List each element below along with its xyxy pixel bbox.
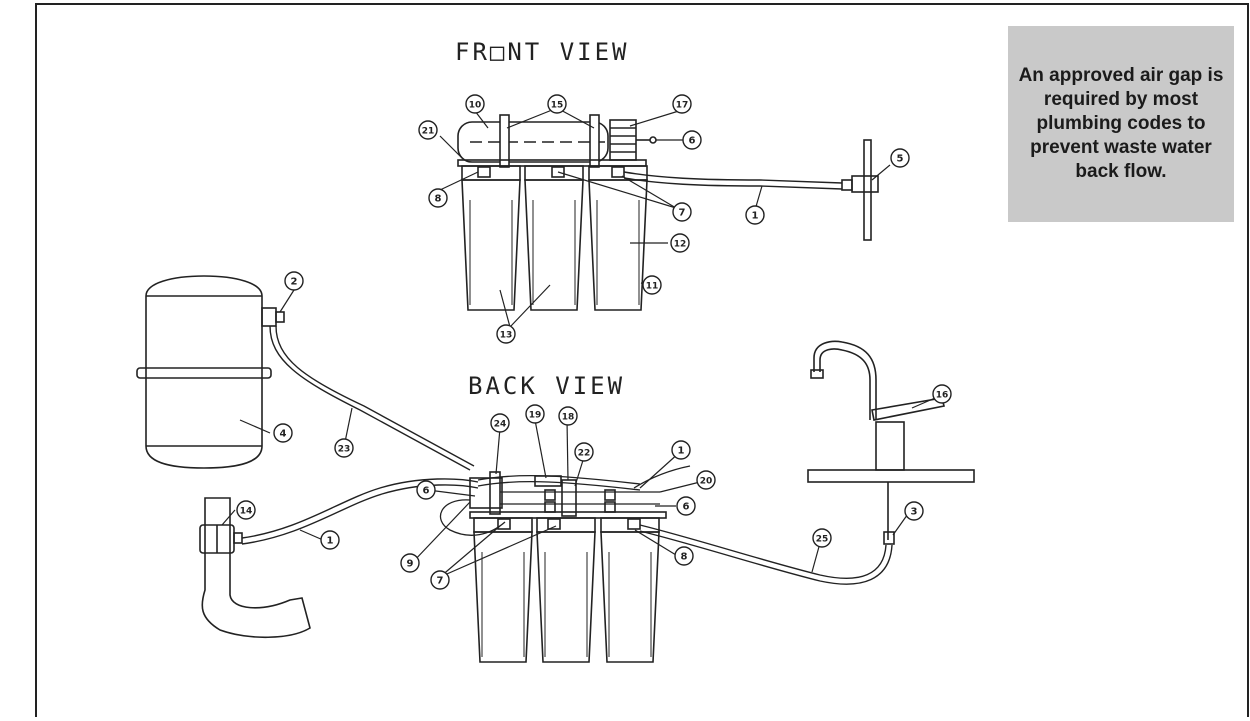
front-view-assembly [457,114,879,311]
filter-housing [524,179,584,311]
shutoff-valve [609,119,637,161]
callout-number: 1 [327,536,334,547]
callout-number: 3 [911,507,918,518]
callout-number: 4 [280,429,287,440]
countertop [807,469,975,483]
callout-number: 12 [674,240,687,250]
callout-number: 11 [646,282,659,292]
callout-circle [671,440,691,460]
back-callouts-leaders [221,289,936,578]
air-gap-note-text: An approved air gap is required by most … [1018,65,1224,182]
callout-number: 15 [551,101,564,111]
callout-circle [496,324,516,344]
housing-clip [589,114,600,168]
callout-number: 5 [897,154,904,165]
filter-housing [461,179,521,311]
callout-number: 17 [676,101,689,111]
callout-circle [672,94,692,114]
callout-circle [932,384,952,404]
callout-circle [465,94,485,114]
callout-number: 18 [562,413,575,423]
membrane-housing [457,121,609,163]
callout-circle [284,271,304,291]
callout-number: 6 [423,486,430,497]
callout-number: 8 [681,552,688,563]
callout-number: 1 [678,446,685,457]
filter-head [524,165,584,181]
callout-number: 10 [469,101,482,111]
callout-number: 6 [689,136,696,147]
feed-valve-tee [863,139,872,241]
callout-number: 21 [422,127,435,137]
callout-circle [574,442,594,462]
callout-number: 7 [437,576,444,587]
faucet-body [875,421,905,471]
callout-circle [418,120,438,140]
callout-circle [236,500,256,520]
callout-circle [428,188,448,208]
callout-number: 22 [578,449,591,459]
callout-circle [674,546,694,566]
callout-circle [490,413,510,433]
callout-circle [890,148,910,168]
callout-circle [273,423,293,443]
callout-number: 25 [816,535,829,545]
callout-number: 13 [500,331,513,341]
callout-circle [430,570,450,590]
callout-circle [672,202,692,222]
callout-circle [696,470,716,490]
callout-number: 23 [338,445,351,455]
filter-head [461,165,521,181]
callout-circle [904,501,924,521]
callout-number: 2 [291,277,298,288]
callout-circle [676,496,696,516]
tank-band [136,367,272,379]
callout-number: 1 [752,211,759,222]
callout-number: 6 [683,502,690,513]
filter-housing [588,179,648,311]
back-view-assembly [439,465,893,663]
air-gap-note: An approved air gap is required by most … [1008,26,1234,222]
callout-number: 19 [529,411,542,421]
callout-circle [670,233,690,253]
callout-circle [400,553,420,573]
callout-circle [682,130,702,150]
callout-circle [642,275,662,295]
auto-shutoff-valve [469,477,503,509]
callout-circle [416,480,436,500]
mounting-bracket [457,159,647,167]
callout-circle [320,530,340,550]
drawing-border [35,3,1249,717]
tank-valve [261,307,277,327]
callout-circle [558,406,578,426]
front-view-title: FR□NT VIEW [455,38,630,66]
callout-circle [745,205,765,225]
callout-number: 7 [679,208,686,219]
callout-circle [812,528,832,548]
callout-circle [525,404,545,424]
callout-number: 8 [435,194,442,205]
faucet [807,340,975,545]
check-valve [561,479,577,517]
callout-number: 14 [240,507,253,517]
callout-number: 16 [936,391,949,401]
callout-circle [334,438,354,458]
back-view-title: BACK VIEW [468,372,626,400]
filter-head [588,165,648,181]
housing-clip [499,114,510,168]
callout-number: 9 [407,559,414,570]
callout-circle [547,94,567,114]
storage-tank [136,275,285,469]
callout-number: 20 [700,477,713,487]
callout-number: 24 [494,420,507,430]
drain-pipe [199,478,479,639]
